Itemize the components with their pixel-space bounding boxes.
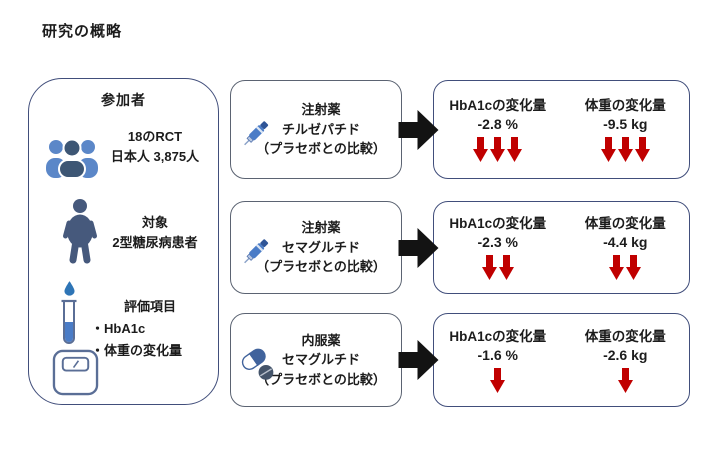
comparison-note: （プラセボとの比較） [256,371,386,387]
outcome-label: HbA1cの変化量 [449,216,547,231]
decrease-arrows [473,137,523,162]
results-box: HbA1cの変化量 -2.8 % 体重の変化量 -9.5 kg [433,80,690,179]
treatment-box: 注射薬 チルゼパチド （プラセボとの比較） [230,80,402,179]
study-row-semaglutide-oral: 内服薬 セマグルチド （プラセボとの比較） HbA1cの変化量 -1.6 % 体… [230,313,690,407]
comparison-note: （プラセボとの比較） [256,259,386,275]
target-population: 2型糖尿病患者 [112,235,198,250]
decrease-arrows [490,367,506,393]
treatment-text: 注射薬 チルゼパチド （プラセボとの比較） [231,100,401,159]
endpoint-weight: ・体重の変化量 [91,343,183,358]
treatment-box: 内服薬 セマグルチド （プラセボとの比較） [230,313,402,407]
study-row-tirzepatide: 注射薬 チルゼパチド （プラセボとの比較） HbA1cの変化量 -2.8 % 体… [230,80,690,179]
flow-arrow-icon [398,107,439,153]
target-info: 対象 2型糖尿病患者 [95,213,215,253]
outcome-value: -2.8 % [477,116,518,132]
endpoint-hba1c: ・HbA1c [91,321,146,336]
outcome-label: 体重の変化量 [584,216,666,231]
outcome-value: -9.5 kg [603,116,648,132]
oral-pills-icon [239,346,279,380]
participants-header: 参加者 [101,92,146,108]
injection-pen-icon [239,234,273,268]
flow-arrow-icon [398,337,439,383]
hba1c-outcome: HbA1cの変化量 -2.8 % [434,81,562,178]
outcome-value: -1.6 % [477,346,518,363]
flow-arrow-icon [398,225,439,271]
injection-pen-icon [239,116,273,150]
rct-population: 日本人 3,875人 [110,149,200,164]
patient-icon [60,198,100,266]
hba1c-outcome: HbA1cの変化量 -1.6 % [434,314,562,406]
results-box: HbA1cの変化量 -1.6 % 体重の変化量 -2.6 kg [433,313,690,407]
drug-name: セマグルチド [281,239,360,255]
decrease-arrows [481,255,514,280]
decrease-arrows [609,255,642,280]
outcome-value: -2.3 % [477,234,518,250]
treatment-box: 注射薬 セマグルチド （プラセボとの比較） [230,201,402,294]
drug-route: 注射薬 [301,220,341,236]
outcome-label: 体重の変化量 [584,328,666,344]
test-tube-icon [59,298,79,348]
drug-name: チルゼパチド [281,121,360,137]
outcome-label: HbA1cの変化量 [449,328,547,344]
outcome-label: 体重の変化量 [584,98,666,113]
drug-route: 注射薬 [301,102,341,118]
results-box: HbA1cの変化量 -2.3 % 体重の変化量 -4.4 kg [433,201,690,294]
rct-info: 18のRCT 日本人 3,875人 [95,127,215,167]
study-row-semaglutide-inj: 注射薬 セマグルチド （プラセボとの比較） HbA1cの変化量 -2.3 % 体… [230,201,690,294]
page-title: 研究の概略 [42,23,123,40]
endpoints-header: 評価項目 [123,299,176,314]
people-group-icon [44,136,100,179]
decrease-arrows [617,367,633,393]
weight-outcome: 体重の変化量 -9.5 kg [562,81,690,178]
target-label: 対象 [141,215,168,230]
outcome-value: -2.6 kg [603,346,648,363]
weight-outcome: 体重の変化量 -4.4 kg [562,202,690,293]
drug-route: 内服薬 [301,332,341,348]
weight-outcome: 体重の変化量 -2.6 kg [562,314,690,406]
treatment-text: 注射薬 セマグルチド （プラセボとの比較） [231,218,401,277]
blood-drop-icon [64,281,75,296]
comparison-note: （プラセボとの比較） [256,141,386,157]
weight-scale-icon [52,349,99,396]
participants-panel: 参加者 18のRCT 日本人 3,875人 [28,78,219,405]
hba1c-outcome: HbA1cの変化量 -2.3 % [434,202,562,293]
drug-name: セマグルチド [281,352,360,368]
endpoints-info: 評価項目 ・HbA1c ・体重の変化量 [91,296,219,362]
rct-count: 18のRCT [127,129,183,144]
treatment-text: 内服薬 セマグルチド （プラセボとの比較） [231,331,401,390]
outcome-value: -4.4 kg [603,234,648,250]
decrease-arrows [600,137,650,162]
outcome-label: HbA1cの変化量 [449,98,547,113]
